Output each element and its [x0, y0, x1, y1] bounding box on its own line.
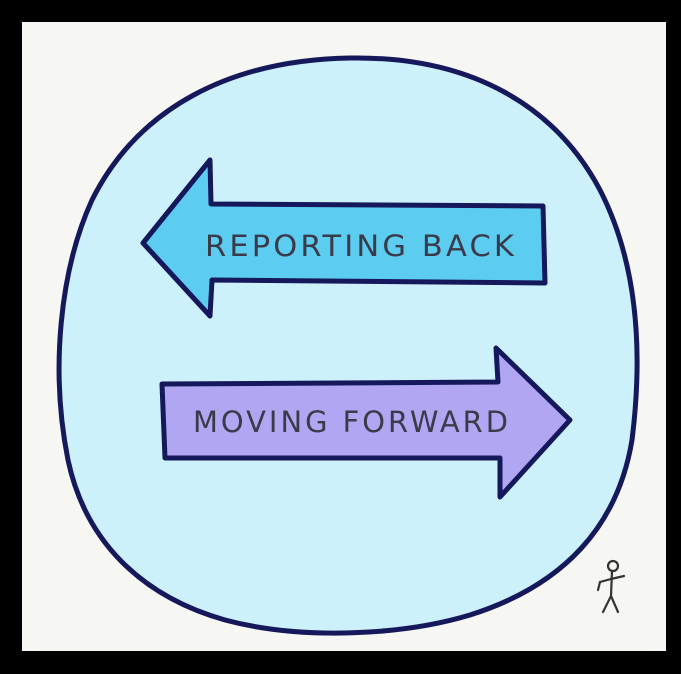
circle-frame: [59, 58, 637, 633]
moving-forward-label: MOVING FORWARD: [193, 405, 511, 439]
reporting-back-label: REPORTING BACK: [205, 229, 517, 263]
